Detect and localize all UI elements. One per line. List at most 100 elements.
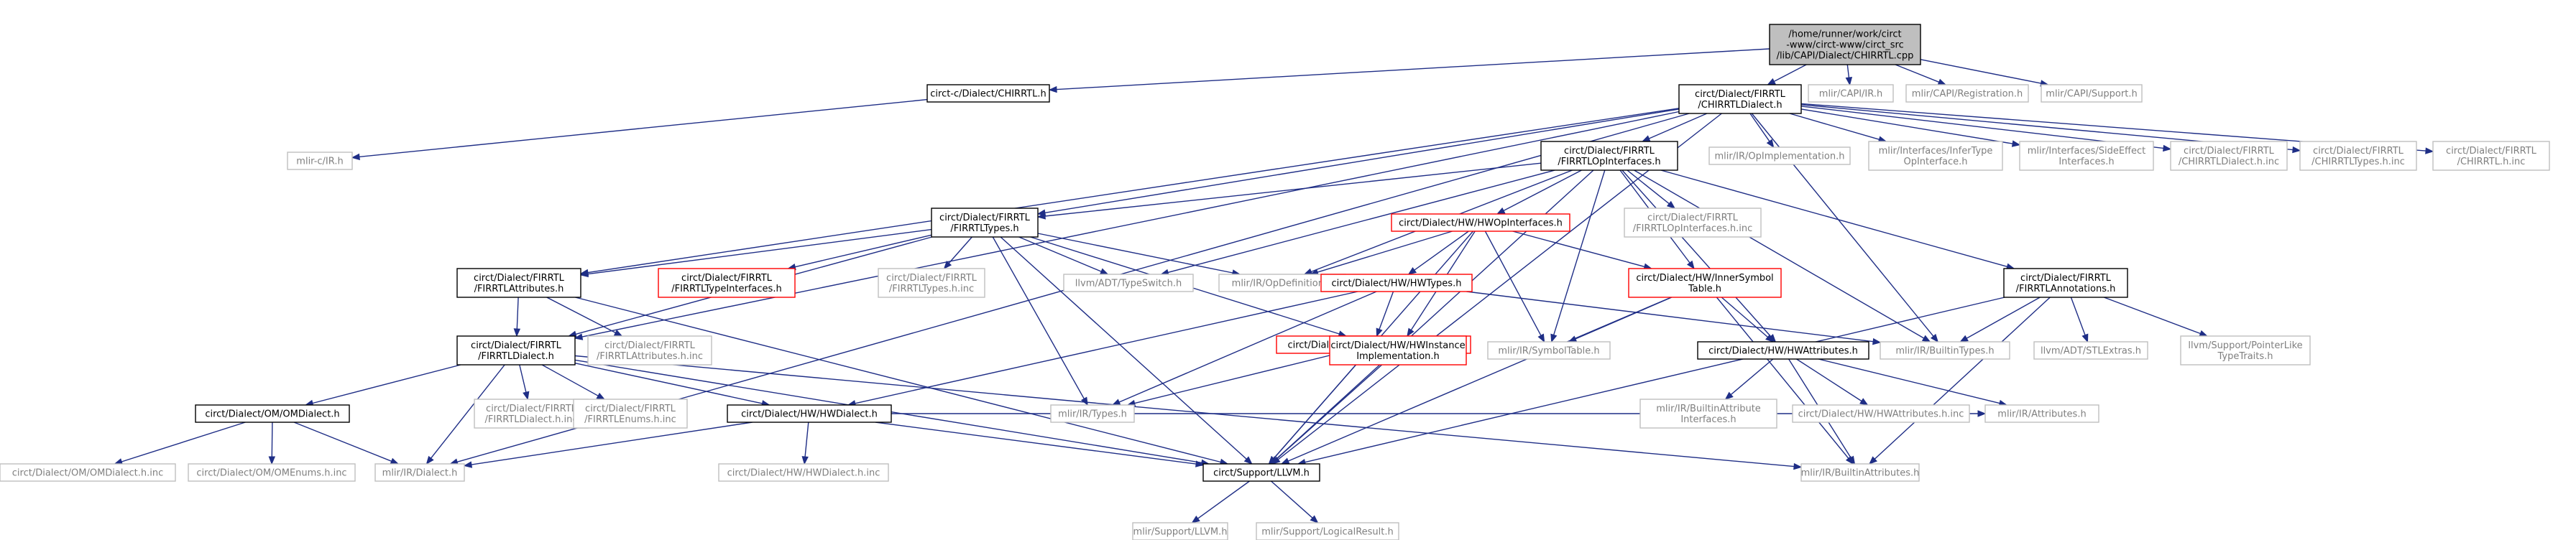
node-label-line: /FIRRTLOpInterfaces.h.inc: [1633, 223, 1753, 234]
node-label-line: mlir/Support/LogicalResult.h: [1261, 527, 1393, 538]
edge-firrtl_opinterfaces-to-firrtl_opinterfaces_inc: [1627, 169, 1676, 209]
edge-line: [541, 364, 599, 396]
arrowhead-icon: [2163, 144, 2172, 152]
node-hw_attributes_inc: circt/Dialect/HW/HWAttributes.h.inc: [1792, 404, 1970, 423]
node-label-line: circt/Dialect/FIRRTL: [474, 273, 565, 284]
node-label-line: /FIRRTLDialect.h: [478, 351, 554, 362]
node-firrtl_dialect[interactable]: circt/Dialect/FIRRTL/FIRRTLDialect.h: [456, 335, 576, 366]
edge-line: [1553, 169, 1606, 335]
edge-line: [1846, 64, 1850, 78]
arrowhead-icon: [1407, 327, 1414, 338]
node-om_dialect[interactable]: circt/Dialect/OM/OMDialect.h: [195, 404, 350, 423]
arrowhead-icon: [2011, 140, 2021, 147]
node-box: [2003, 268, 2128, 298]
node-ir_attributes: mlir/IR/Attributes.h: [1984, 404, 2099, 423]
node-box: [1132, 522, 1228, 540]
arrowhead-icon: [1048, 85, 1057, 93]
edge-line: [1773, 64, 1807, 83]
edge-line: [587, 228, 932, 275]
node-label-line: llvm/ADT/STLExtras.h: [2041, 346, 2141, 357]
edge-firrtl_attributes-to-support_llvm: [575, 297, 1229, 465]
edge-capi_chirrtl-to-mlir_c_ir: [351, 98, 928, 161]
edge-hw_opinterfaces-to-symboltable: [1484, 231, 1545, 343]
node-firrtl_enums_inc: circt/Dialect/FIRRTL/FIRRTLEnums.h.inc: [573, 399, 688, 429]
node-box: [2041, 84, 2143, 103]
node-firrtl_types[interactable]: circt/Dialect/FIRRTL/FIRRTLTypes.h: [931, 208, 1039, 238]
arrowhead-icon: [1859, 398, 1869, 406]
edge-om_dialect-to-om_dialect_inc: [114, 422, 246, 465]
node-label-line: circt/Dialect/FIRRTL: [486, 404, 577, 414]
node-label-line: mlir/CAPI/IR.h: [1819, 89, 1882, 100]
node-label-line: /CHIRRTLTypes.h.inc: [2312, 157, 2405, 167]
edge-line: [992, 236, 1085, 399]
node-label-line: circt/Dialect/HW/HWAttributes.h: [1708, 346, 1858, 357]
edge-firrtl_types-to-ir_types: [992, 236, 1088, 406]
edge-chirrtl_dialect-to-infertype: [1789, 113, 1887, 143]
node-root[interactable]: /home/runner/work/circt-www/circt-www/ci…: [1769, 24, 1921, 65]
node-firrtl_dialect_inc: circt/Dialect/FIRRTL/FIRRTLDialect.h.inc: [474, 399, 589, 429]
node-box: [2170, 141, 2288, 171]
edge-firrtl_annotations-to-stlextras: [2070, 297, 2089, 343]
edge-line: [1895, 64, 1939, 83]
node-capi_chirrtl[interactable]: circt-c/Dialect/CHIRRTL.h: [926, 84, 1050, 103]
node-label-line: circt/Dialect/FIRRTL: [939, 213, 1031, 223]
arrowhead-icon: [1191, 516, 1200, 523]
edge-line: [1317, 231, 1453, 273]
node-label-line: -www/circt-www/circt_src: [1786, 40, 1904, 51]
edge-line: [1634, 169, 1925, 339]
node-hw_attributes[interactable]: circt/Dialect/HW/HWAttributes.h: [1697, 341, 1869, 360]
node-chirrtl_dialect[interactable]: circt/Dialect/FIRRTL/CHIRRTLDialect.h: [1678, 84, 1802, 114]
edge-line: [1134, 353, 1339, 404]
node-mlir_c_ir: mlir-c/IR.h: [287, 152, 353, 170]
node-firrtl_attributes[interactable]: circt/Dialect/FIRRTL/FIRRTLAttributes.h: [456, 268, 581, 298]
edge-line: [1056, 48, 1770, 90]
node-label-line: mlir/IR/OpImplementation.h: [1715, 152, 1845, 162]
node-support_llvm[interactable]: circt/Support/LLVM.h: [1202, 463, 1320, 482]
node-hw_opinterfaces[interactable]: circt/Dialect/HW/HWOpInterfaces.h: [1391, 213, 1570, 232]
node-box: [456, 335, 576, 366]
edge-firrtl_dialect-to-firrtl_enums_inc: [541, 364, 606, 400]
node-builtintypes: mlir/IR/BuiltinTypes.h: [1880, 341, 2010, 360]
node-label-line: mlir/IR/Attributes.h: [1997, 409, 2086, 420]
edge-root-to-capi_chirrtl: [1048, 48, 1770, 93]
node-label-line: mlir/IR/OpDefinition.h: [1232, 279, 1333, 289]
arrowhead-icon: [463, 461, 473, 468]
edge-firrtl_attributes-to-firrtl_attributes_inc: [546, 297, 623, 337]
arrowhead-icon: [613, 330, 623, 337]
arrowhead-icon: [2292, 146, 2301, 154]
arrowhead-icon: [1270, 456, 1279, 465]
node-label-line: mlir/IR/BuiltinTypes.h: [1895, 346, 1994, 357]
node-builtinattributes: mlir/IR/BuiltinAttributes.h: [1800, 463, 1920, 482]
arrowhead-icon: [1847, 455, 1856, 465]
arrowhead-icon: [2199, 330, 2209, 337]
node-om_dialect_inc: circt/Dialect/OM/OMDialect.h.inc: [0, 463, 176, 482]
edge-line: [546, 297, 616, 334]
edge-line: [1721, 297, 1768, 338]
node-ir_types: mlir/IR/Types.h: [1050, 404, 1135, 423]
node-label-line: circt/Dialect/FIRRTL: [681, 273, 773, 284]
node-label-line: circt/Dialect/HW/HWDialect.h.inc: [727, 468, 880, 479]
edge-firrtl_types-to-firrtl_typeinterfaces: [787, 234, 932, 271]
edge-line: [519, 364, 527, 393]
edge-line: [1920, 59, 2041, 84]
node-hw_dialect[interactable]: circt/Dialect/HW/HWDialect.h: [727, 404, 892, 423]
edge-hw_instanceimpl-to-support_llvm: [1270, 364, 1383, 465]
edge-firrtl_dialect-to-ir_dialect: [426, 364, 505, 465]
node-label-line: llvm/Support/PointerLike: [2188, 340, 2302, 351]
node-hw_types[interactable]: circt/Dialect/HW/HWTypes.h: [1320, 274, 1473, 292]
node-logicalresult: mlir/Support/LogicalResult.h: [1256, 522, 1399, 540]
node-label-line: /CHIRRTL.h.inc: [2457, 157, 2526, 167]
node-firrtl_annotations[interactable]: circt/Dialect/FIRRTL/FIRRTLAnnotations.h: [2003, 268, 2128, 298]
edge-firrtl_annotations-to-builtintypes: [1959, 297, 2041, 343]
node-hw_instanceimpl[interactable]: circt/Dialect/HW/HWInstanceImplementatio…: [1329, 335, 1467, 366]
node-box: [658, 268, 796, 298]
node-firrtl_opinterfaces[interactable]: circt/Dialect/FIRRTL/FIRRTLOpInterfaces.…: [1540, 141, 1678, 171]
node-firrtl_typeinterfaces[interactable]: circt/Dialect/FIRRTL/FIRRTLTypeInterface…: [658, 268, 796, 298]
edge-hw_dialect-to-hw_dialect_inc: [801, 422, 809, 465]
edge-line: [1037, 233, 1233, 274]
